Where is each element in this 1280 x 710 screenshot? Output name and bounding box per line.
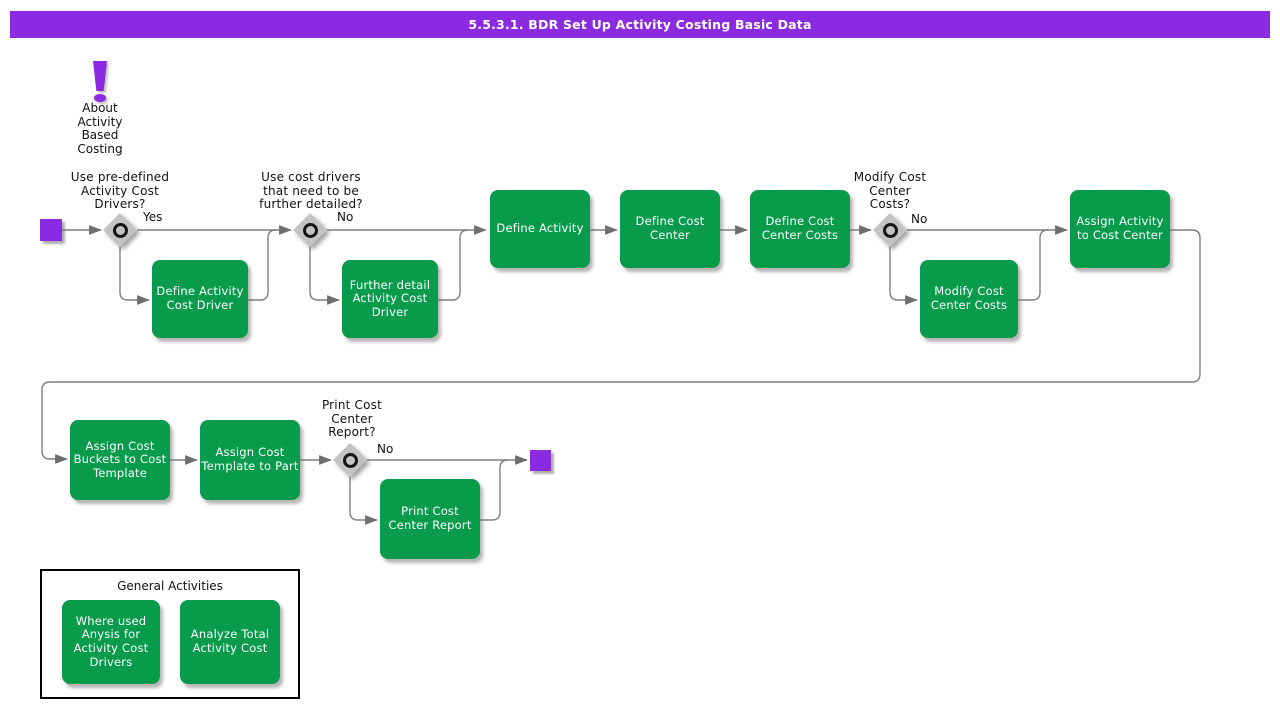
task-assign-cost-template-to-part[interactable]: Assign Cost Template to Part	[200, 420, 300, 500]
decision-merge-icon	[342, 452, 358, 468]
task-assign-cost-buckets-to-cost-template[interactable]: Assign Cost Buckets to Cost Template	[70, 420, 170, 500]
about-note-label: About Activity Based Costing	[77, 101, 123, 156]
task-define-activity[interactable]: Define Activity	[490, 190, 590, 268]
task-define-activity-cost-driver[interactable]: Define Activity Cost Driver	[152, 260, 248, 338]
exclamation-icon	[60, 55, 140, 102]
task-further-detail-activity-cost-driver[interactable]: Further detail Activity Cost Driver	[342, 260, 438, 338]
decision-question-further-detailed: Use cost drivers that need to be further…	[259, 170, 363, 211]
general-activities-panel: General Activities Where used Anysis for…	[40, 569, 300, 699]
decision-merge-icon	[882, 222, 898, 238]
task-analyze-total-activity-cost[interactable]: Analyze Total Activity Cost	[180, 600, 280, 684]
branch-label-no: No	[911, 212, 928, 226]
page-title-text: 5.5.3.1. BDR Set Up Activity Costing Bas…	[468, 17, 812, 32]
decision-question-print-report: Print Cost Center Report?	[321, 398, 383, 439]
decision-question-use-predefined-drivers: Use pre-defined Activity Cost Drivers?	[70, 170, 170, 211]
branch-label-no: No	[337, 210, 354, 224]
task-where-used-anysis-for-activity-cost-drivers[interactable]: Where used Anysis for Activity Cost Driv…	[62, 600, 160, 684]
about-note[interactable]: About Activity Based Costing	[60, 55, 140, 156]
start-node	[40, 219, 62, 241]
decision-use-predefined-drivers-diamond	[103, 213, 137, 247]
general-activities-title: General Activities	[117, 579, 223, 593]
end-node	[530, 450, 551, 471]
branch-label-no: No	[377, 442, 394, 456]
decision-print-report-diamond	[333, 443, 367, 477]
branch-label-yes: Yes	[143, 210, 163, 224]
decision-merge-icon	[112, 222, 128, 238]
decision-merge-icon	[302, 222, 318, 238]
task-define-cost-center-costs[interactable]: Define Cost Center Costs	[750, 190, 850, 268]
task-assign-activity-to-cost-center[interactable]: Assign Activity to Cost Center	[1070, 190, 1170, 268]
task-print-cost-center-report[interactable]: Print Cost Center Report	[380, 479, 480, 559]
decision-further-detailed-diamond	[293, 213, 327, 247]
task-define-cost-center[interactable]: Define Cost Center	[620, 190, 720, 268]
task-modify-cost-center-costs[interactable]: Modify Cost Center Costs	[920, 260, 1018, 338]
page-title: 5.5.3.1. BDR Set Up Activity Costing Bas…	[10, 11, 1270, 38]
decision-question-modify-costs: Modify Cost Center Costs?	[853, 170, 927, 211]
decision-modify-costs-diamond	[873, 213, 907, 247]
